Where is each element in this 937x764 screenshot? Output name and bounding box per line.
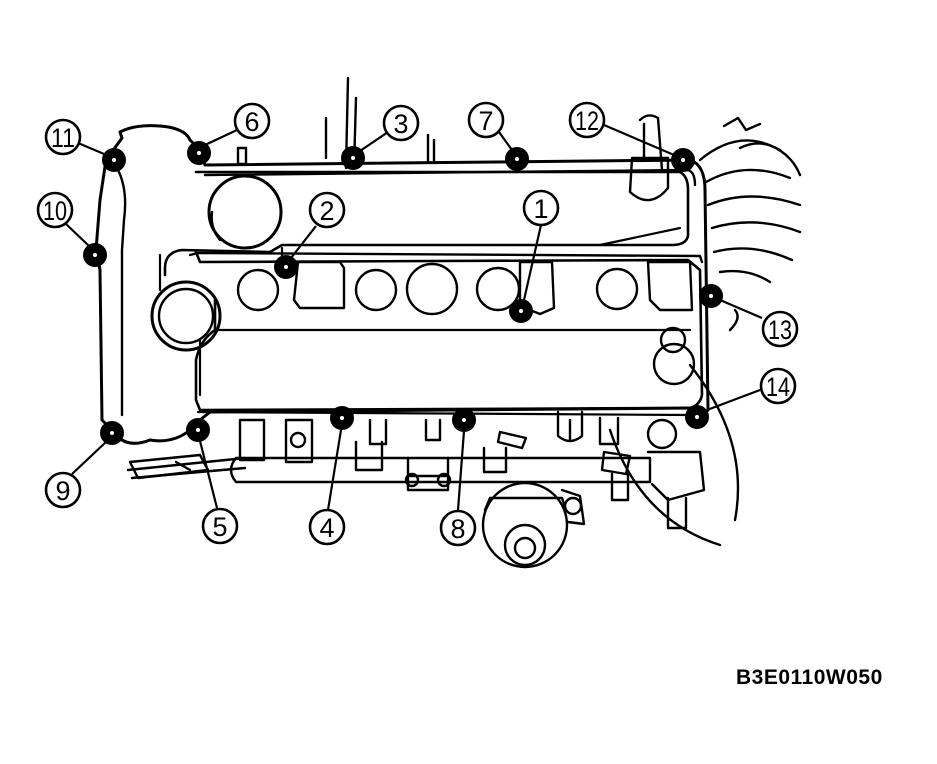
bolt-1	[509, 299, 533, 323]
engine-background	[126, 76, 802, 569]
bolt-14	[685, 405, 709, 429]
callout-6: 6	[233, 102, 271, 140]
leader-lines	[65, 123, 763, 511]
bolt-11	[102, 148, 126, 172]
callout-3: 3	[382, 104, 420, 142]
callout-label: 5	[212, 512, 227, 542]
callout-label: 11	[51, 123, 75, 153]
cylinder-head-cover	[94, 124, 710, 445]
callout-10: 10	[36, 191, 74, 229]
bolt-12	[671, 148, 695, 172]
callout-2: 2	[308, 191, 346, 229]
callout-label: 8	[450, 514, 465, 544]
callout-11: 11	[44, 118, 82, 156]
callout-9: 9	[44, 471, 82, 509]
callout-8: 8	[439, 509, 477, 547]
callout-4: 4	[308, 508, 346, 546]
callout-label: 13	[768, 315, 792, 345]
bolt-5	[186, 418, 210, 442]
callout-7: 7	[467, 101, 505, 139]
callout-label: 14	[766, 372, 790, 402]
figure-reference-code: B3E0110W050	[736, 666, 883, 689]
callout-1: 1	[522, 189, 560, 227]
bolt-9	[100, 421, 124, 445]
callout-label: 4	[319, 513, 334, 543]
callout-13: 13	[761, 310, 799, 348]
bolt-8	[452, 408, 476, 432]
bolt-4	[330, 406, 354, 430]
callout-label: 1	[533, 194, 548, 224]
bolt-10	[83, 243, 107, 267]
callout-label: 3	[393, 109, 408, 139]
callout-label: 7	[478, 106, 493, 136]
bolt-6	[187, 141, 211, 165]
callout-label: 12	[575, 106, 599, 136]
callouts: 1 2 3 4 5 6 7 8 9 10 11 12 13 14	[36, 101, 799, 547]
callout-label: 9	[55, 476, 70, 506]
bolt-13	[699, 284, 723, 308]
callout-label: 2	[319, 196, 334, 226]
callout-5: 5	[201, 507, 239, 545]
callout-12: 12	[568, 101, 606, 139]
bolt-3	[341, 146, 365, 170]
callout-14: 14	[759, 367, 797, 405]
cover-bolts	[83, 141, 723, 445]
callout-label: 6	[244, 107, 259, 137]
callout-label: 10	[43, 196, 67, 226]
bolt-2	[274, 255, 298, 279]
bolt-7	[505, 147, 529, 171]
